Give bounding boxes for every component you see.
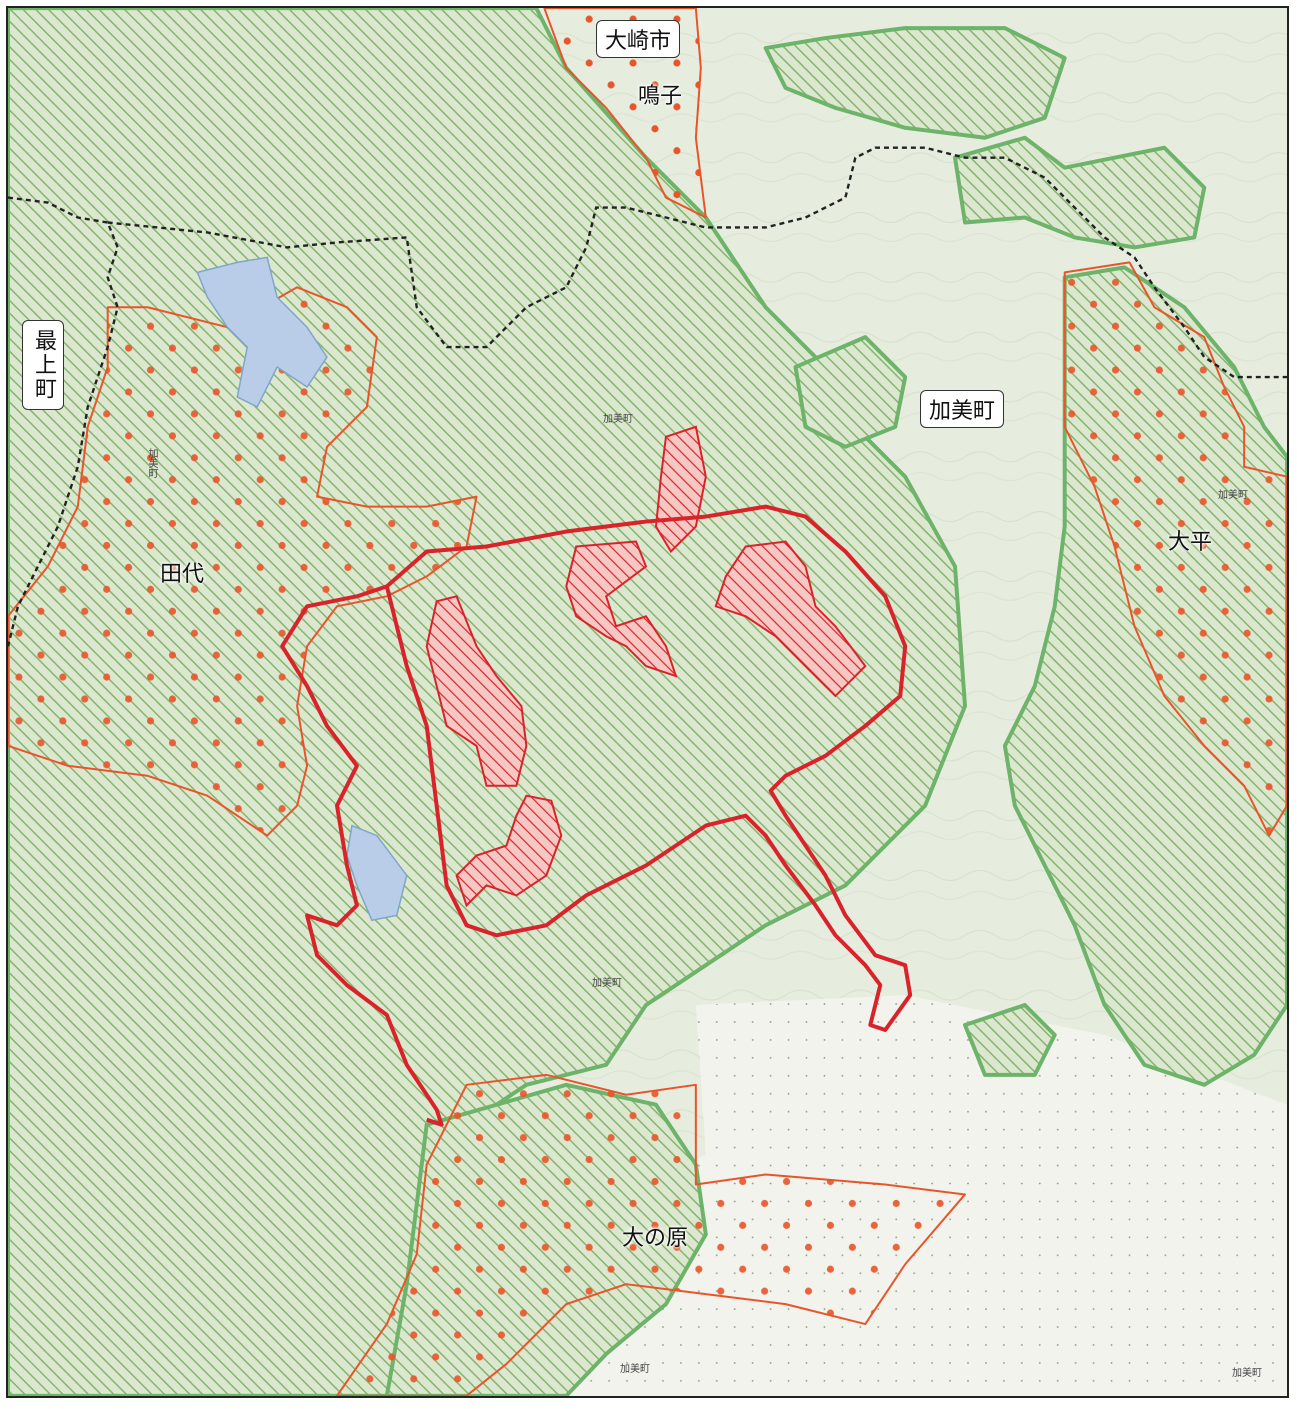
municipal-boundary — [8, 146, 1287, 647]
dot-zone-tashiro — [8, 286, 478, 837]
forest-zone-north — [763, 26, 1067, 140]
project-access-road — [280, 584, 444, 1127]
dot-zones — [8, 8, 1287, 1396]
reservoir-south — [346, 824, 408, 922]
project-patch-east — [714, 540, 867, 698]
project-patch-center — [565, 540, 678, 678]
project-boundary — [384, 504, 913, 1032]
small-label-kami-vertical: 加美町 — [146, 448, 157, 478]
place-label-onohara: 大の原 — [622, 1226, 689, 1251]
map-label-kami: 加美町 — [920, 390, 1005, 428]
project-patch-south — [455, 794, 563, 908]
water-bodies — [196, 256, 408, 922]
dot-zone-ohira — [1063, 261, 1287, 837]
forest-zone-southeast-patch — [963, 1003, 1057, 1077]
place-label-ohira: 大平 — [1168, 530, 1213, 555]
small-label-kami-east: 加美町 — [1218, 490, 1248, 501]
map-label-osaki: 大崎市 — [596, 20, 681, 58]
place-label-tashiro: 田代 — [160, 562, 205, 587]
small-label-kami-bottom-right: 加美町 — [1232, 1368, 1262, 1379]
small-label-kami-center: 加美町 — [603, 414, 633, 425]
place-label-naruko: 鳴子 — [638, 84, 683, 109]
map-frame[interactable]: 大崎市 最上町 加美町 鳴子 田代 大平 大の原 加美町 加美町 加美町 加美町… — [6, 6, 1289, 1398]
map-label-mogami: 最上町 — [22, 320, 64, 410]
small-label-kami-south: 加美町 — [592, 978, 622, 989]
forest-zone-mideast — [793, 335, 908, 449]
reservoir-north — [196, 256, 328, 408]
small-label-kami-bottom: 加美町 — [620, 1364, 650, 1375]
map-canvas[interactable] — [8, 8, 1287, 1396]
project-patches — [425, 425, 867, 908]
dot-zone-naruko — [543, 8, 707, 219]
dot-zone-onohara — [335, 1073, 967, 1396]
project-patch-west — [425, 595, 528, 787]
